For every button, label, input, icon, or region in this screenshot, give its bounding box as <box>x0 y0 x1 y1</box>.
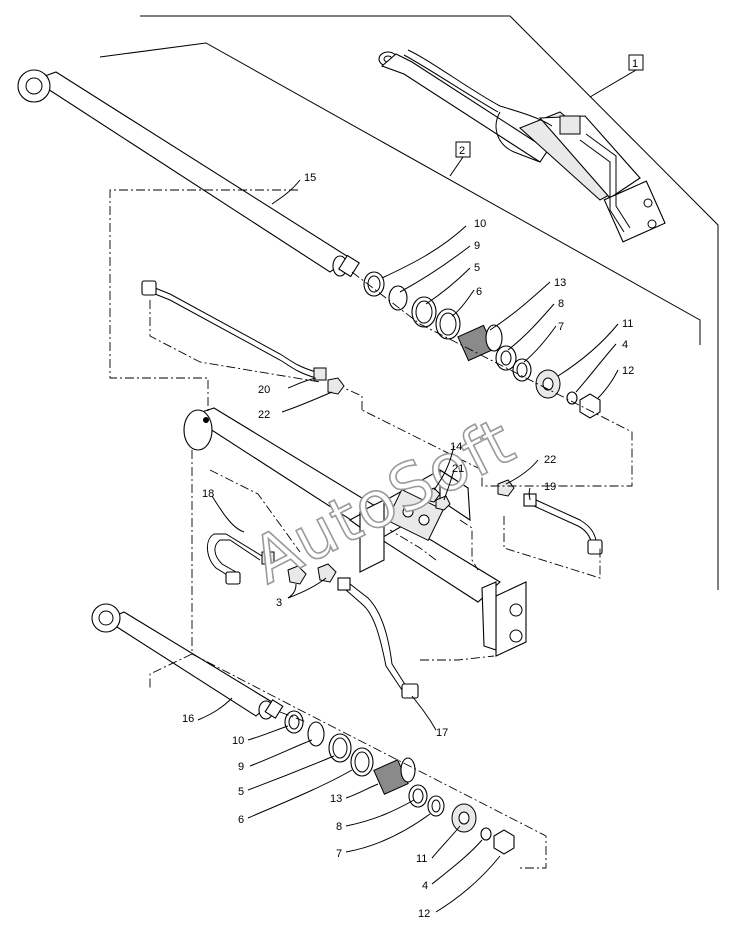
leader-lines <box>197 179 619 913</box>
callout-5-upper: 5 <box>474 262 480 274</box>
callout-6-upper: 6 <box>476 286 482 298</box>
callout-13-lower: 13 <box>330 793 342 805</box>
callout-11-lower: 11 <box>416 853 427 865</box>
callout-21: 21 <box>452 463 464 475</box>
callout-8-lower: 8 <box>336 821 342 833</box>
callout-4-lower: 4 <box>422 880 428 892</box>
part-14-21-fittings <box>425 487 451 511</box>
callout-9-lower: 9 <box>238 761 244 773</box>
callout-4-upper: 4 <box>622 339 628 351</box>
callout-17: 17 <box>436 727 448 739</box>
callout-14: 14 <box>450 441 462 453</box>
callout-10-lower: 10 <box>232 735 244 747</box>
callout-5-lower: 5 <box>238 786 244 798</box>
part-19-hydraulic-tube <box>523 493 603 555</box>
part-18-hydraulic-tube <box>207 533 275 585</box>
callout-19: 19 <box>544 481 556 493</box>
assembly-label-2: 2 <box>449 141 471 177</box>
callout-numbers: 15 10 9 5 6 13 8 7 11 4 12 20 22 14 21 2… <box>182 172 634 920</box>
part-17-hydraulic-tube <box>337 577 419 699</box>
callout-22-left: 22 <box>258 409 270 421</box>
callout-3: 3 <box>276 597 282 609</box>
callout-12-lower: 12 <box>418 908 430 920</box>
seal-stack-lower <box>284 710 515 855</box>
callout-10-upper: 10 <box>474 218 486 230</box>
callout-15: 15 <box>304 172 316 184</box>
callout-18: 18 <box>202 488 214 500</box>
assembly-label-1: 1 <box>589 54 644 98</box>
callout-6-lower: 6 <box>238 814 244 826</box>
callout-22-right: 22 <box>544 454 556 466</box>
part-15-piston-rod <box>17 69 360 278</box>
svg-text:2: 2 <box>459 145 465 157</box>
callout-8-upper: 8 <box>558 298 564 310</box>
callout-9-upper: 9 <box>474 240 480 252</box>
callout-20: 20 <box>258 384 270 396</box>
callout-11-upper: 11 <box>622 318 633 330</box>
svg-text:1: 1 <box>632 58 638 70</box>
watermark-text: AutoSoft <box>241 405 527 599</box>
callout-13-upper: 13 <box>554 277 566 289</box>
assembly-guide-lines <box>109 189 633 869</box>
assembly-thumbnail <box>378 49 666 243</box>
part-3-fittings <box>287 563 337 585</box>
part-20-hydraulic-tube <box>141 280 327 381</box>
assembly-outline-lines <box>99 15 719 590</box>
callout-16: 16 <box>182 713 194 725</box>
part-22-fitting-right <box>497 479 515 497</box>
cylinder-barrel <box>183 407 527 657</box>
callout-12-upper: 12 <box>622 365 634 377</box>
part-16-piston-rod <box>91 603 284 720</box>
callout-7-lower: 7 <box>336 848 342 860</box>
part-22-fitting-upper <box>327 377 345 395</box>
callout-7-upper: 7 <box>558 321 564 333</box>
